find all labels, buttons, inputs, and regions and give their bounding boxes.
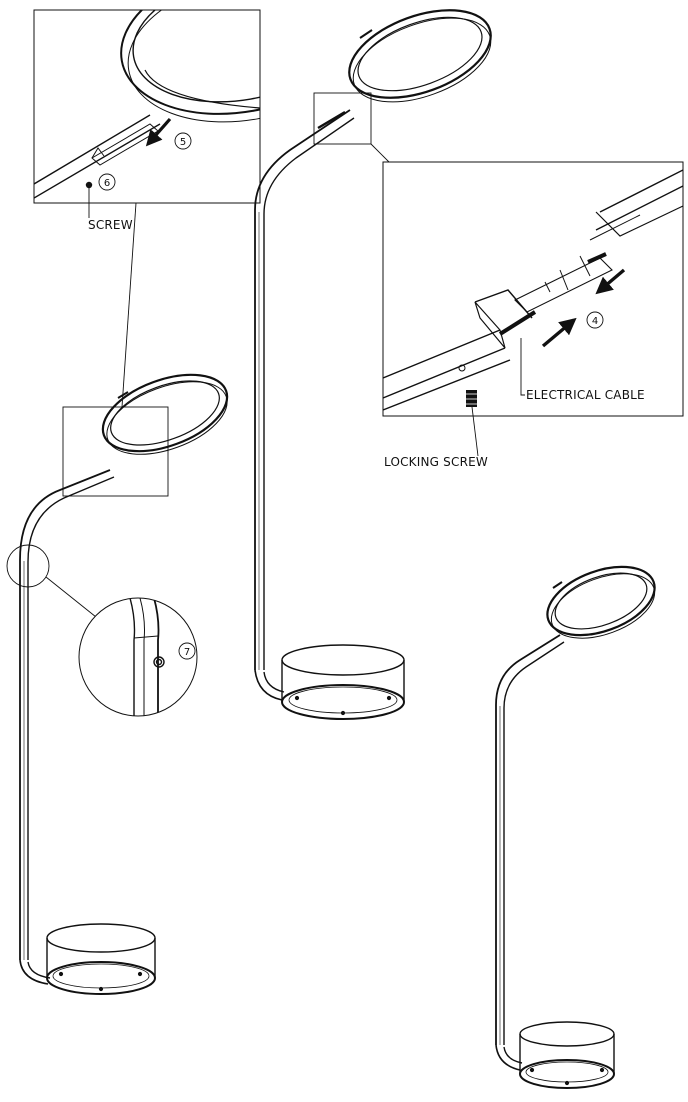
lamp-left-head [101, 373, 229, 455]
lamp-center [254, 9, 492, 720]
lamp-left [19, 373, 229, 995]
lamp-right [495, 565, 656, 1089]
step-5-badge [174, 132, 192, 150]
detail-box-4: 4 ELECTRICAL CABLE LOCKING SCREW [382, 161, 684, 469]
detail-link-4 [313, 92, 390, 163]
step-4-badge [586, 311, 604, 329]
step-5-number: 5 [180, 137, 186, 148]
lamp-right-head [546, 565, 656, 639]
lamp-center-base [281, 644, 405, 720]
step-6-badge [98, 173, 116, 191]
lamp-left-base [46, 923, 156, 995]
step-6-number: 6 [104, 178, 110, 189]
step-7-badge [178, 642, 196, 660]
lamp-center-head [348, 9, 492, 103]
screw-icon [85, 181, 93, 189]
step-7-number: 7 [184, 647, 190, 658]
electrical-cable-label: ELECTRICAL CABLE [526, 388, 645, 402]
lamp-right-base [519, 1021, 615, 1089]
detail-link-5 [62, 202, 169, 497]
detail-circle-7: 7 [78, 597, 198, 717]
screw-label: SCREW [88, 218, 133, 232]
detail-link-7 [6, 544, 97, 618]
step-4-number: 4 [592, 316, 598, 327]
locking-screw-icon [466, 390, 477, 407]
locking-screw-label: LOCKING SCREW [384, 455, 488, 469]
detail-box-5: 5 6 SCREW [33, 9, 261, 232]
